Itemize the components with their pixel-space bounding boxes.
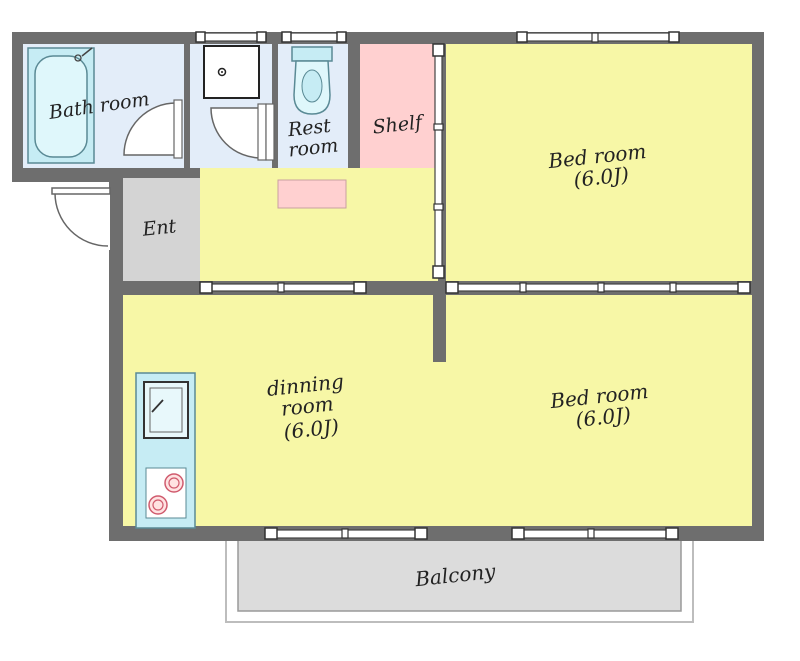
washing-machine <box>203 45 260 99</box>
hall-mat <box>277 179 347 209</box>
window-restroom-top <box>281 31 347 43</box>
bedroom-top-floor <box>446 44 752 281</box>
bedroom-bottom-floor <box>446 295 752 526</box>
balcony <box>225 534 694 623</box>
stove-burner-top <box>164 473 184 493</box>
entrance-label: Ent <box>140 215 177 241</box>
bedroom-top-label-line2: (6.0J) <box>572 162 630 192</box>
window-balcony-right[interactable] <box>511 527 679 540</box>
washroom-door[interactable] <box>210 103 267 161</box>
dining-bedroom-gap <box>435 362 446 526</box>
shelf-label: Shelf <box>372 111 427 138</box>
sliding-door-dining-hall[interactable] <box>199 281 367 294</box>
entrance-door[interactable] <box>51 187 111 247</box>
window-washroom-top <box>195 31 267 43</box>
restroom-label-line1: Rest <box>286 115 332 142</box>
entrance-floor <box>123 178 200 281</box>
dining-label-line3: (6.0J) <box>282 414 340 444</box>
window-bedroom-top <box>516 31 680 43</box>
partition-stub <box>433 290 445 362</box>
dining-label-line2: room <box>280 391 335 420</box>
bedroom-bottom-label-line2: (6.0J) <box>574 402 632 432</box>
window-balcony-left[interactable] <box>264 527 428 540</box>
bathtub <box>27 47 95 164</box>
sliding-door-shelf[interactable] <box>432 43 445 279</box>
restroom-label-line2: room <box>287 134 339 161</box>
restroom-door[interactable] <box>265 103 275 161</box>
sliding-door-bedrooms[interactable] <box>445 281 751 294</box>
toilet <box>291 46 333 115</box>
stove-burner-bottom <box>148 495 168 515</box>
bathroom-door[interactable] <box>123 99 183 159</box>
